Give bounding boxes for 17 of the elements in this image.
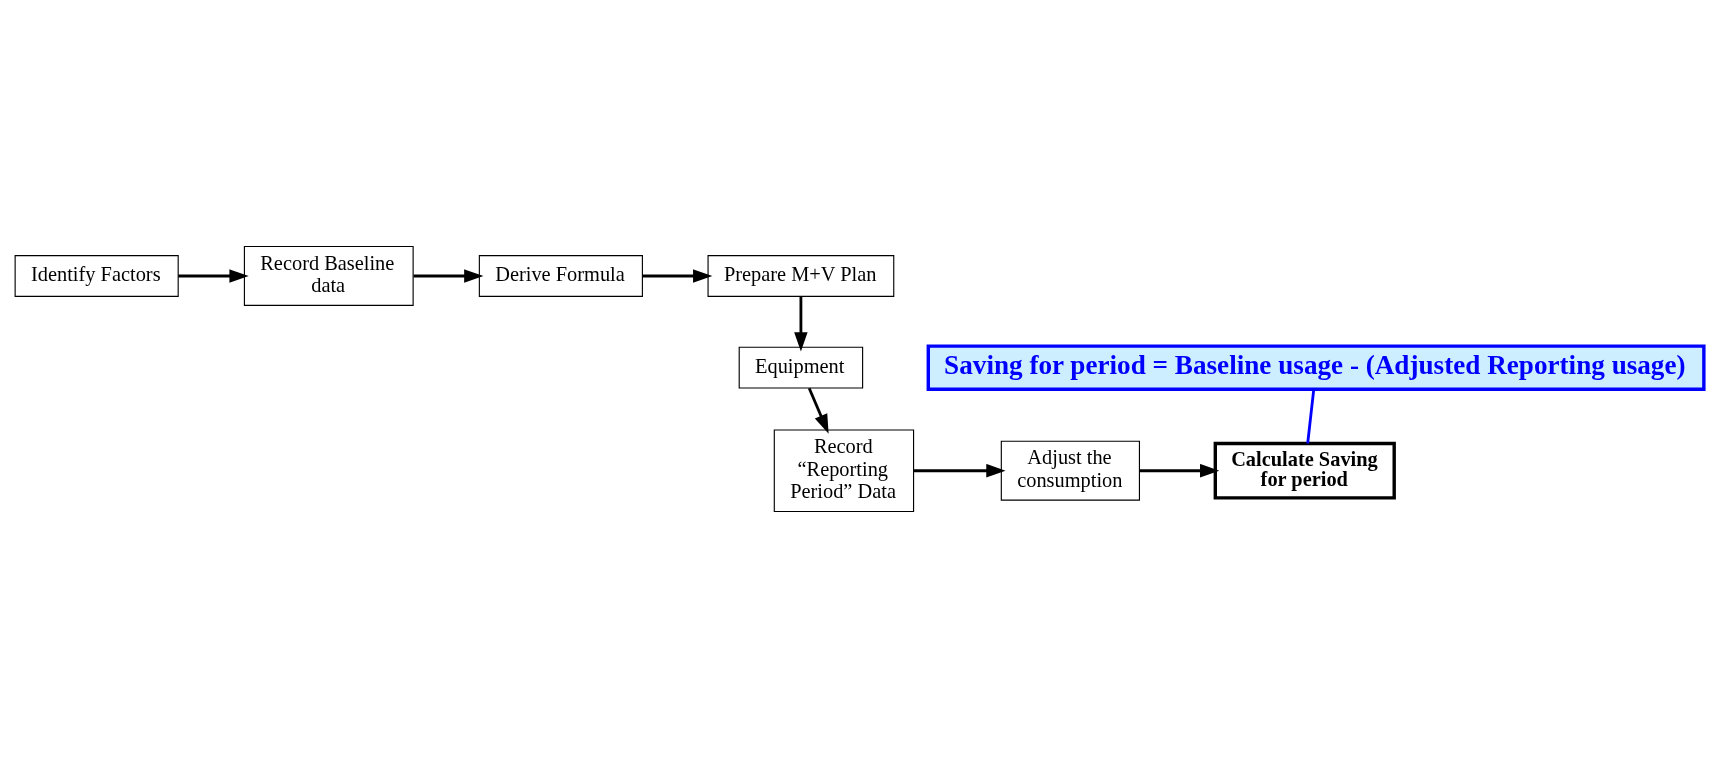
node-box: Derive Formula [478,255,643,297]
arrow [1139,463,1220,478]
node-box: Equipment [738,346,864,389]
arrow [913,463,1006,478]
arrow [413,269,484,283]
arrow [642,269,713,283]
node-box: Calculate Saving for period [1213,441,1396,500]
node-box: Saving for period = Baseline usage - (Adjusted Reporting usage) [926,344,1706,391]
node-box: Prepare M+V Plan [707,255,895,297]
node-box: Adjust the consumption [1000,440,1140,501]
arrow [178,269,249,283]
node-box: Identify Factors [14,255,179,297]
node-box: Record Baseline data [243,245,414,306]
node-box: Record “Reporting Period” Data [773,429,915,513]
arrow [807,387,829,434]
connector [1306,389,1316,444]
arrow [794,296,808,352]
